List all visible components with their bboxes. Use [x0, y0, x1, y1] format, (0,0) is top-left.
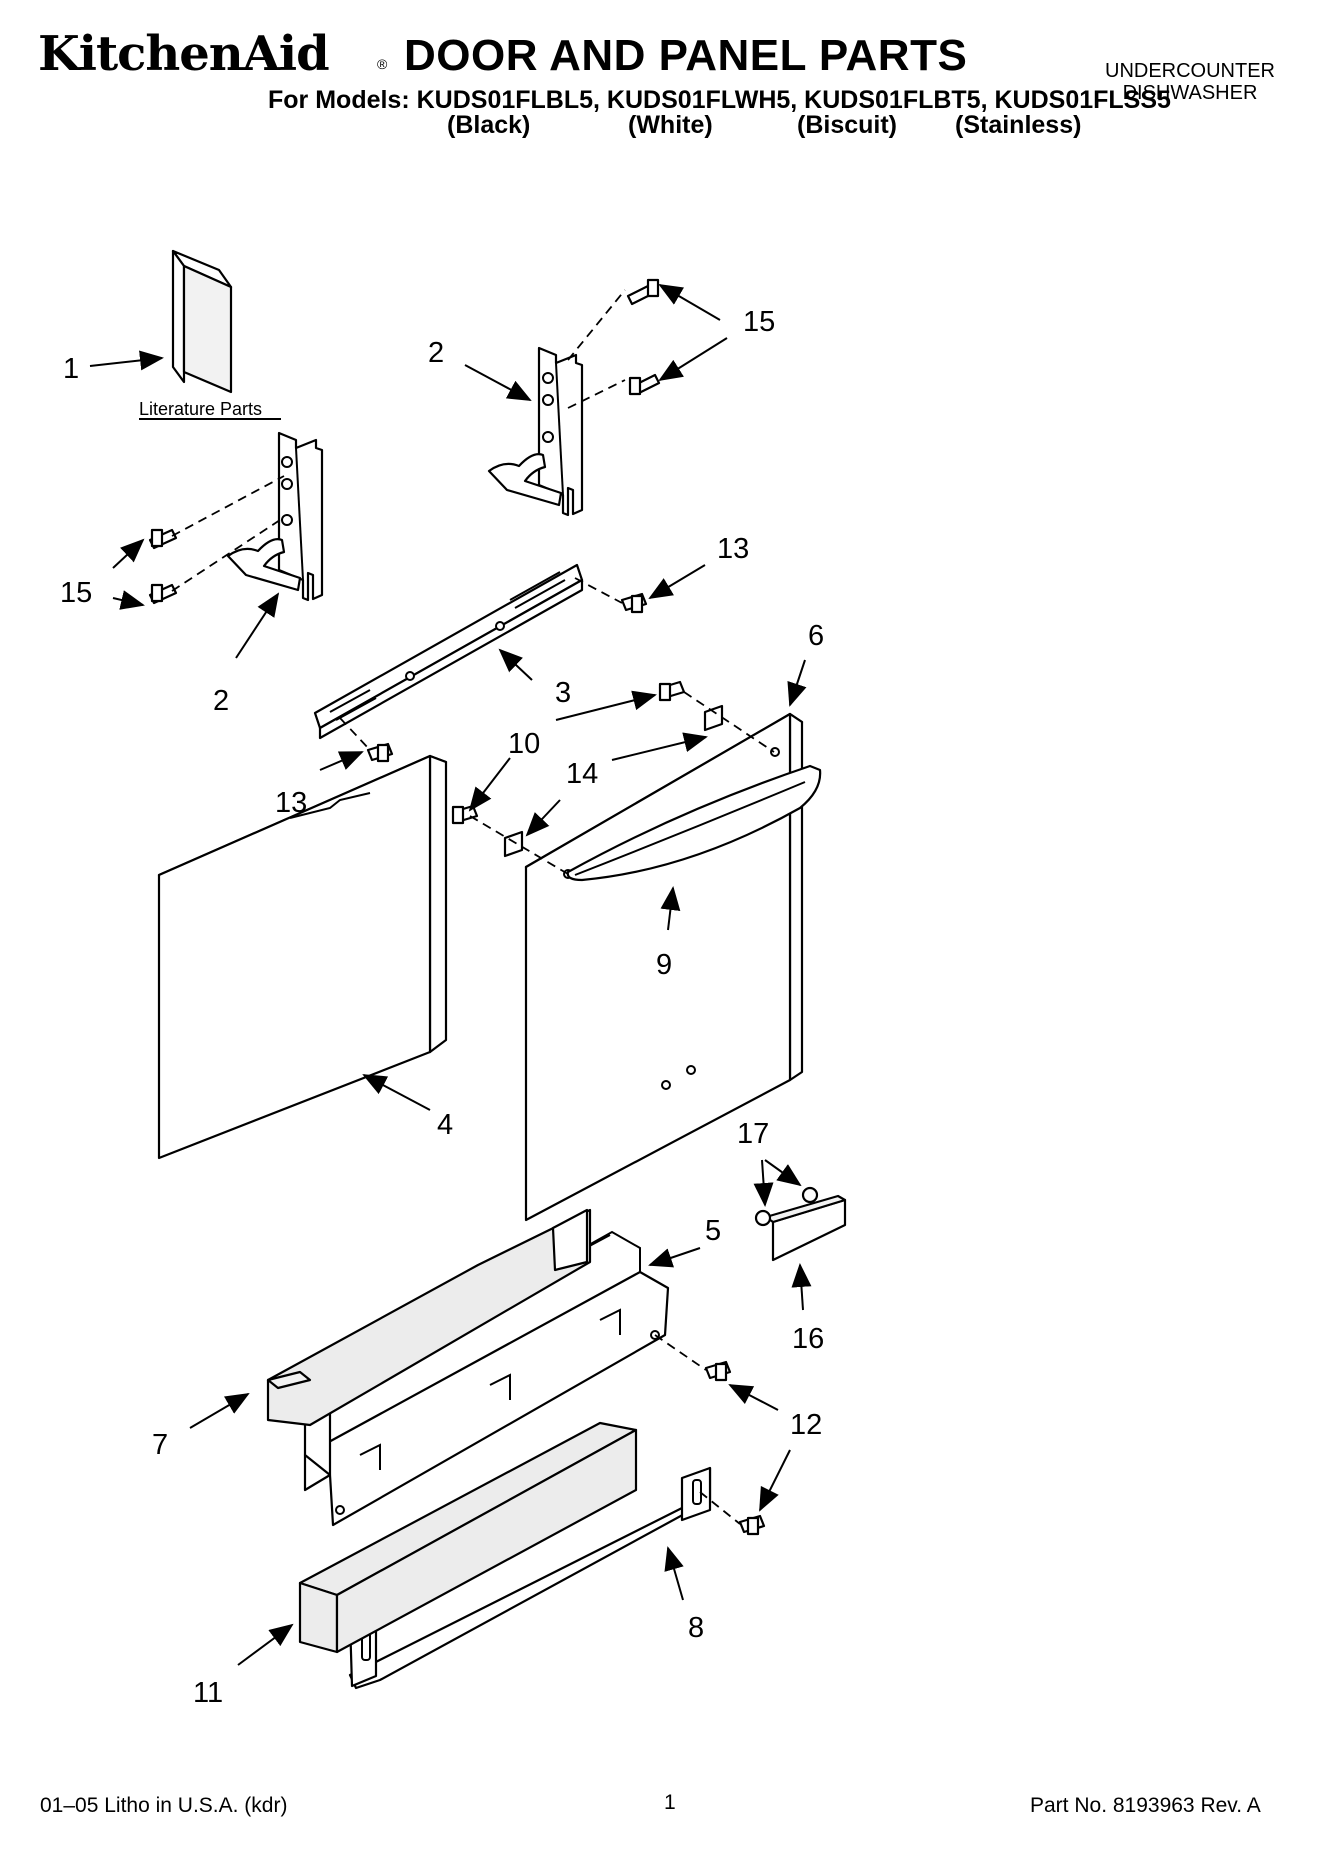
screws: [148, 278, 819, 1536]
callout-2-upper: 2: [428, 337, 444, 369]
footer-print-info: 01–05 Litho in U.S.A. (kdr): [40, 1794, 288, 1817]
clip-14b: [503, 830, 524, 858]
part-number: Part No. 8193963 Rev. A: [1030, 1794, 1261, 1817]
screw-15c: [148, 528, 178, 550]
screw-12a: [704, 1360, 732, 1382]
door-pad: [764, 1194, 847, 1262]
callout-15-lower: 15: [60, 577, 92, 609]
hinge-bracket-right: [487, 346, 584, 517]
callout-12: 12: [790, 1409, 822, 1441]
callout-7: 7: [152, 1429, 168, 1461]
page-number: 1: [664, 1791, 676, 1814]
product-type-line-2: DISHWASHER: [1122, 82, 1258, 104]
product-type-line-1: UNDERCOUNTER: [1105, 60, 1275, 82]
nut-17b: [801, 1186, 819, 1204]
callout-2-lower: 2: [213, 685, 229, 717]
literature-parts-label: Literature Parts: [139, 399, 262, 419]
callout-3: 3: [555, 677, 571, 709]
callout-10: 10: [508, 728, 540, 760]
mounting-rail: [313, 563, 584, 740]
callout-13-upper: 13: [717, 533, 749, 565]
product-type: UNDERCOUNTER DISHWASHER: [1105, 60, 1275, 104]
callout-11: 11: [193, 1677, 223, 1709]
literature-booklet: [171, 249, 233, 394]
screw-12b: [738, 1514, 766, 1536]
color-label-white: (White): [628, 111, 713, 139]
hinge-bracket-left: [226, 431, 324, 602]
callout-15-upper: 15: [743, 306, 775, 338]
inner-door-panel: [157, 754, 448, 1160]
callouts: 1 2 15 2 15 13 3 6 10 14 13 9 4 17 5 16 …: [60, 306, 824, 1709]
callout-8: 8: [688, 1612, 704, 1644]
callout-6: 6: [808, 620, 824, 652]
foam-strip-upper: [266, 1208, 592, 1427]
screw-15b: [628, 373, 661, 396]
color-label-biscuit: (Biscuit): [797, 111, 897, 139]
registered-mark: ®: [377, 56, 388, 72]
color-label-stainless: (Stainless): [955, 111, 1082, 139]
screw-10b: [451, 804, 479, 825]
callout-1: 1: [63, 353, 79, 385]
foam-block-bottom: [298, 1421, 638, 1654]
callout-13-lower: 13: [275, 787, 307, 819]
screw-10a: [658, 680, 686, 702]
brand-logo: KitchenAid: [38, 26, 330, 82]
nut-17a: [754, 1209, 772, 1227]
callout-9: 9: [656, 949, 672, 981]
callout-4: 4: [437, 1109, 453, 1141]
screw-15d: [148, 583, 178, 605]
assembly-lines: [171, 289, 775, 1525]
screw-13b: [366, 742, 394, 763]
page-title: DOOR AND PANEL PARTS: [404, 31, 968, 80]
clip-14a: [703, 704, 724, 732]
screw-13a: [620, 592, 648, 614]
leader-lines: [89, 283, 812, 1666]
color-label-black: (Black): [447, 111, 531, 139]
door-handle: [566, 764, 822, 882]
callout-17: 17: [737, 1118, 769, 1150]
screw-15a: [626, 278, 660, 306]
callout-5: 5: [705, 1215, 721, 1247]
callout-16: 16: [792, 1323, 824, 1355]
models-line: For Models: KUDS01FLBL5, KUDS01FLWH5, KU…: [268, 86, 1171, 114]
callout-14: 14: [566, 758, 598, 790]
